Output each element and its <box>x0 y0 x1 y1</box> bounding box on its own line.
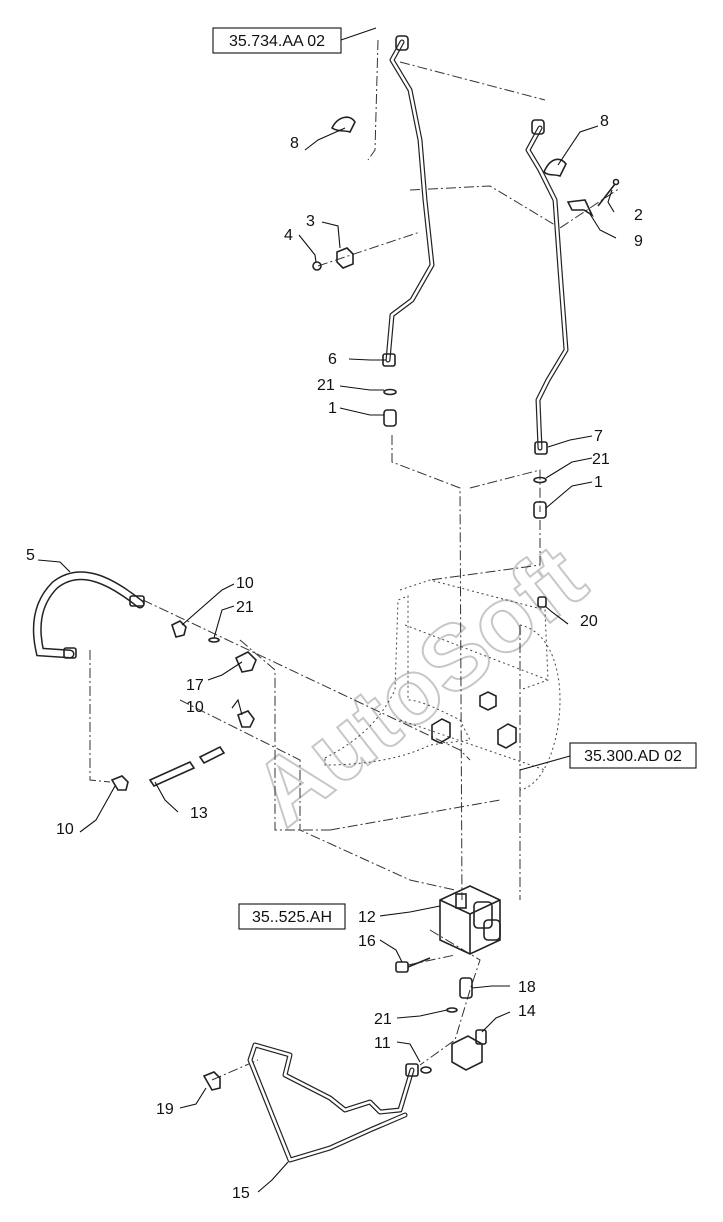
plug-20 <box>537 596 547 608</box>
ref-box-right[interactable]: 35.300.AD 02 <box>519 742 697 771</box>
ref-box-top[interactable]: 35.734.AA 02 <box>212 27 377 54</box>
hose-5 <box>32 571 145 659</box>
callout-18[interactable]: 18 <box>518 979 536 996</box>
fitting-11 <box>420 1066 432 1074</box>
ref-right-label: 35.300.AD 02 <box>584 748 682 765</box>
callout-4[interactable]: 4 <box>284 227 293 244</box>
callout-7[interactable]: 7 <box>594 428 603 445</box>
clip-3 <box>336 247 354 269</box>
clip-19 <box>202 1071 221 1091</box>
callout-21-d[interactable]: 21 <box>374 1011 392 1028</box>
callout-10-c[interactable]: 10 <box>56 821 74 838</box>
tube-right <box>525 119 569 455</box>
watermark-text: AutoSoft <box>235 526 604 845</box>
fitting-17 <box>234 651 257 673</box>
callout-12[interactable]: 12 <box>358 909 376 926</box>
clamp-8-left <box>330 116 356 133</box>
clamp-8-right <box>543 158 567 177</box>
callout-leaders <box>37 125 617 1193</box>
ref-valve-label: 35..525.AH <box>252 909 332 926</box>
tube-segment-13 <box>148 745 226 788</box>
callout-5[interactable]: 5 <box>26 547 35 564</box>
callout-9[interactable]: 9 <box>634 233 643 250</box>
callout-labels: 8 8 4 3 2 9 6 21 1 7 21 1 5 10 21 17 10 … <box>26 113 643 1202</box>
callout-14[interactable]: 14 <box>518 1003 536 1020</box>
callout-21-left[interactable]: 21 <box>317 377 335 394</box>
callout-1-left[interactable]: 1 <box>328 400 337 417</box>
callout-16[interactable]: 16 <box>358 933 376 950</box>
seal-21-left <box>383 388 397 396</box>
fitting-10-c <box>110 775 129 791</box>
adapter-1-right <box>533 501 547 519</box>
seal-21-d <box>446 1007 458 1013</box>
callout-6[interactable]: 6 <box>328 351 337 368</box>
callout-10-a[interactable]: 10 <box>236 575 254 592</box>
callout-8-right[interactable]: 8 <box>600 113 609 130</box>
callout-3[interactable]: 3 <box>306 213 315 230</box>
callout-11[interactable]: 11 <box>374 1035 391 1052</box>
callout-21-right[interactable]: 21 <box>592 451 610 468</box>
seal-21-right <box>533 476 547 484</box>
watermark: AutoSoft <box>234 525 605 846</box>
callout-15[interactable]: 15 <box>232 1185 250 1202</box>
fitting-10-b <box>237 710 255 728</box>
callout-2[interactable]: 2 <box>634 207 643 224</box>
callout-10-b[interactable]: 10 <box>186 699 204 716</box>
callout-19[interactable]: 19 <box>156 1101 174 1118</box>
callout-8-left[interactable]: 8 <box>290 135 299 152</box>
tube-15 <box>247 1042 419 1163</box>
mounting-frame <box>324 595 561 791</box>
bolt-2 <box>597 178 620 207</box>
valve-block-12 <box>439 885 501 955</box>
callout-17[interactable]: 17 <box>186 677 204 694</box>
sensor-14 <box>451 1029 487 1071</box>
seal-21-c <box>208 637 220 643</box>
callout-13[interactable]: 13 <box>190 805 208 822</box>
tube-left <box>382 35 435 367</box>
clamp-9 <box>566 199 594 218</box>
adapter-18 <box>459 977 473 999</box>
nut-4 <box>312 261 322 271</box>
adapter-1-left <box>383 409 397 427</box>
callout-20[interactable]: 20 <box>580 613 598 630</box>
phantom-lines <box>89 39 621 1081</box>
callout-1-right[interactable]: 1 <box>594 474 603 491</box>
fitting-10-a <box>171 620 187 638</box>
ref-box-valve[interactable]: 35..525.AH <box>238 903 346 930</box>
ref-top-label: 35.734.AA 02 <box>229 33 325 50</box>
callout-21-c[interactable]: 21 <box>236 599 254 616</box>
